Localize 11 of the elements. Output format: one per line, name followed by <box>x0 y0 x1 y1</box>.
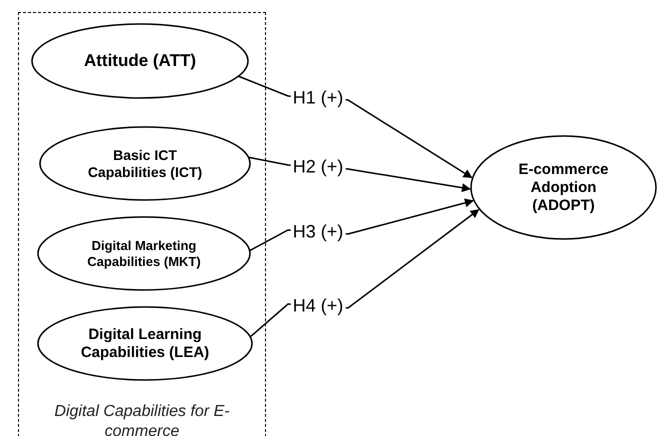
hypothesis-label: H1 (+) <box>290 88 346 108</box>
hypothesis-label: H3 (+) <box>290 222 346 242</box>
construct-label: Digital Marketing Capabilities (MKT) <box>86 238 202 270</box>
hypothesis-label: H2 (+) <box>290 156 346 178</box>
construct-label: E-commerce Adoption (ADOPT) <box>517 160 610 214</box>
construct-label: Basic ICT Capabilities (ICT) <box>86 146 204 180</box>
construct-label: Digital Learning Capabilities (LEA) <box>80 326 210 362</box>
construct-label: Attitude (ATT) <box>84 50 196 72</box>
dashed-group-frame <box>18 12 266 436</box>
group-caption: Digital Capabilities for E-commerce <box>53 402 231 436</box>
hypothesis-label: H4 (+) <box>290 296 346 316</box>
